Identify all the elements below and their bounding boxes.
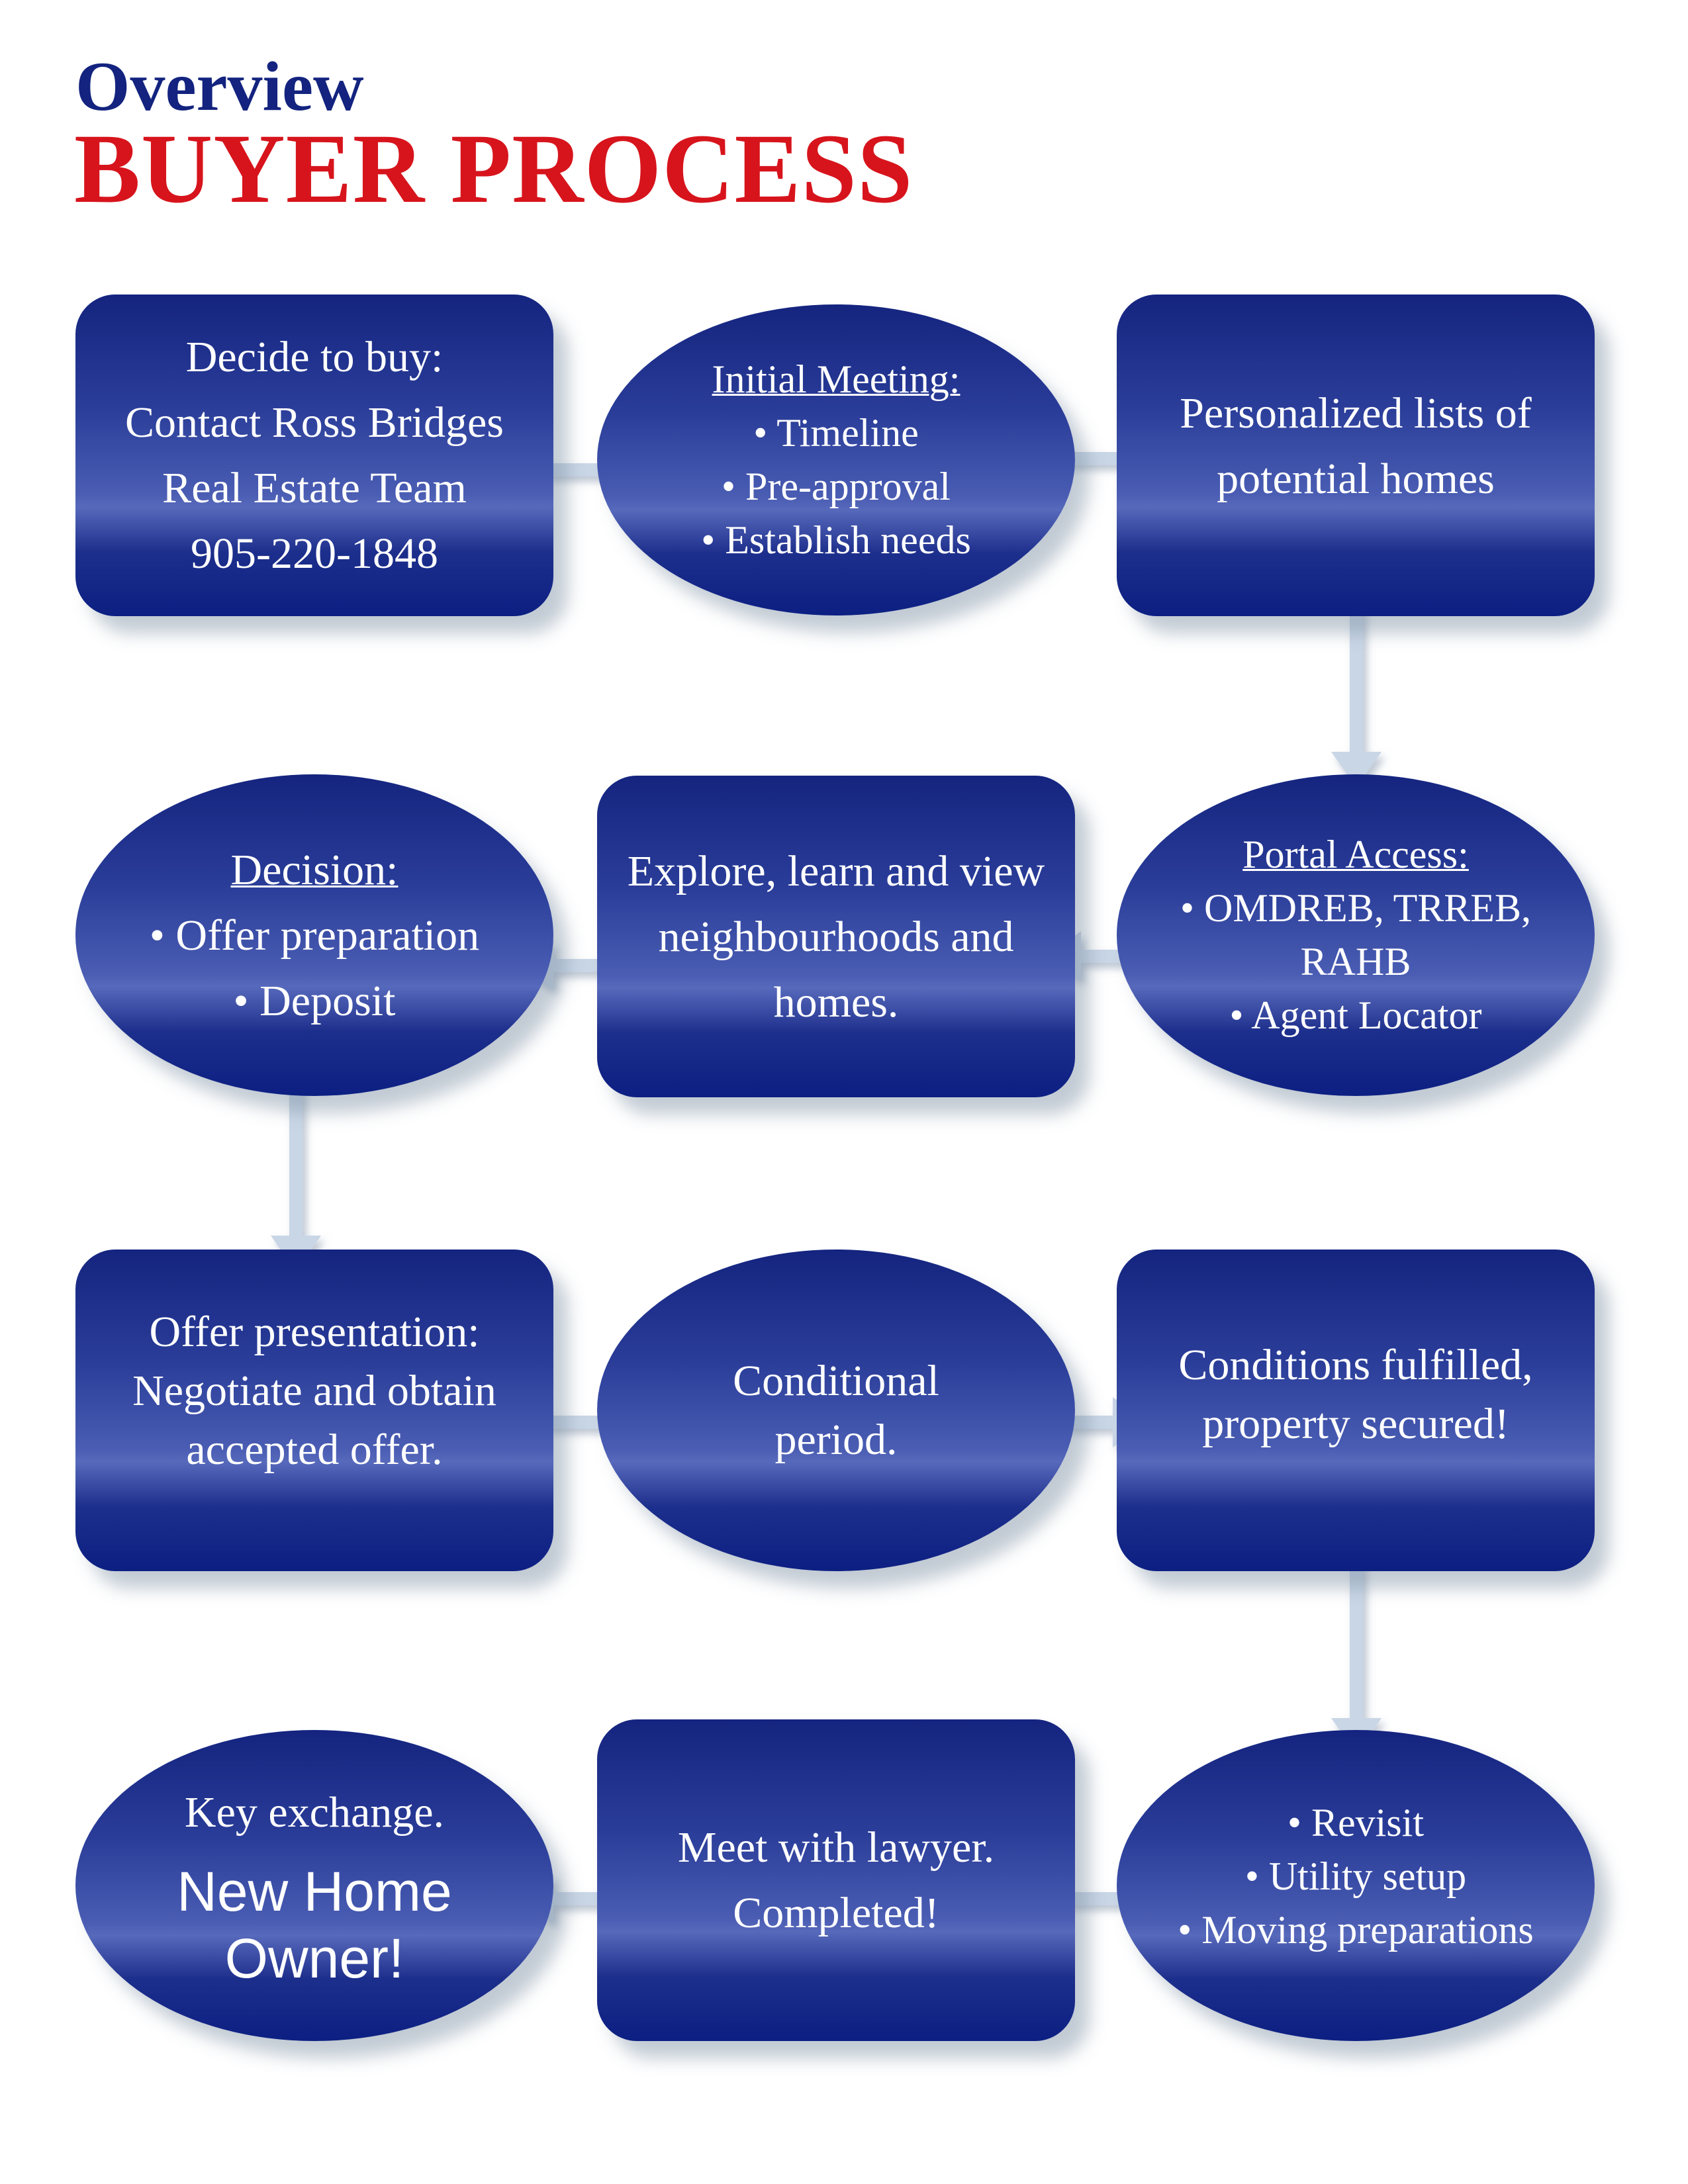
step-heading: Decision: (230, 845, 399, 894)
step-decision: Decision: • Offer preparation • Deposit (75, 774, 553, 1096)
text-line: Negotiate and obtain (132, 1367, 496, 1416)
step-conditional-period: Conditional period. (597, 1250, 1075, 1571)
bullet-item: • Deposit (233, 976, 396, 1025)
bullet-item: • Utility setup (1244, 1854, 1467, 1898)
text-line: Personalized lists of (1180, 389, 1532, 437)
text-line: Conditional (733, 1356, 939, 1405)
text-line: potential homes (1217, 455, 1495, 503)
text-line: Explore, learn and view (627, 846, 1045, 895)
bullet-item: • Timeline (753, 411, 919, 455)
step-meet-lawyer: Meet with lawyer. Completed! (597, 1719, 1075, 2041)
phone-number: 905-220-1848 (191, 529, 438, 578)
arrow-left-4 (518, 1874, 671, 1924)
text-line: neighbourhoods and (658, 912, 1014, 961)
step-heading: Initial Meeting: (712, 357, 961, 401)
overview-label: Overview (75, 48, 364, 125)
text-line: Key exchange. (184, 1788, 445, 1837)
text-line: Completed! (733, 1889, 939, 1937)
step-personalized-lists: Personalized lists of potential homes (1117, 295, 1595, 616)
step-heading: Portal Access: (1243, 833, 1469, 876)
text-line: Offer presentation: (149, 1308, 480, 1356)
step-explore: Explore, learn and view neighbourhoods a… (597, 776, 1075, 1097)
arrow-down-2 (271, 1021, 321, 1271)
arrow-right-3 (514, 1397, 671, 1447)
bullet-item: • Establish needs (701, 518, 971, 562)
arrow-right-2 (1011, 433, 1168, 484)
step-key-exchange: Key exchange. New Home Owner! (75, 1730, 553, 2041)
step-offer-presentation: Offer presentation: Negotiate and obtain… (75, 1250, 553, 1571)
text-line: Meet with lawyer. (677, 1823, 995, 1872)
step-decide-to-buy: Decide to buy: Contact Ross Bridges Real… (75, 295, 553, 616)
arrow-left-2 (518, 940, 671, 991)
text-line: homes. (773, 978, 899, 1026)
text-line: Conditions fulfilled, (1178, 1341, 1533, 1389)
step-conditions-fulfilled: Conditions fulfilled, property secured! (1117, 1250, 1595, 1571)
text-line: Decide to buy: (185, 333, 444, 381)
text-line: Real Estate Team (162, 464, 467, 512)
step-initial-meeting: Initial Meeting: • Timeline • Pre-approv… (597, 304, 1075, 615)
bullet-item: RAHB (1300, 940, 1411, 983)
bullet-item: • Revisit (1287, 1801, 1424, 1844)
step-portal-access: Portal Access: • OMDREB, TRREB, RAHB • A… (1117, 774, 1595, 1096)
arrow-right-1 (514, 445, 671, 495)
bullet-item: • Moving preparations (1178, 1908, 1534, 1952)
bullet-item: • Agent Locator (1229, 993, 1482, 1037)
text-line: accepted offer. (186, 1426, 443, 1475)
bullet-item: • Pre-approval (722, 465, 951, 508)
arrow-left-3 (1011, 1874, 1168, 1924)
bullet-item: • Offer preparation (149, 911, 480, 960)
page-title: BUYER PROCESS (74, 114, 914, 224)
step-moving: • Revisit • Utility setup • Moving prepa… (1117, 1730, 1595, 2041)
text-line: period. (774, 1416, 898, 1464)
arrow-down-3 (1331, 1507, 1382, 1754)
highlight-line: New Home (177, 1860, 452, 1923)
text-line: property secured! (1202, 1400, 1509, 1449)
bullet-item: • OMDREB, TRREB, (1180, 886, 1531, 930)
arrow-down-1 (1331, 541, 1382, 788)
text-line: Contact Ross Bridges (125, 398, 504, 447)
highlight-line: Owner! (224, 1927, 404, 1989)
